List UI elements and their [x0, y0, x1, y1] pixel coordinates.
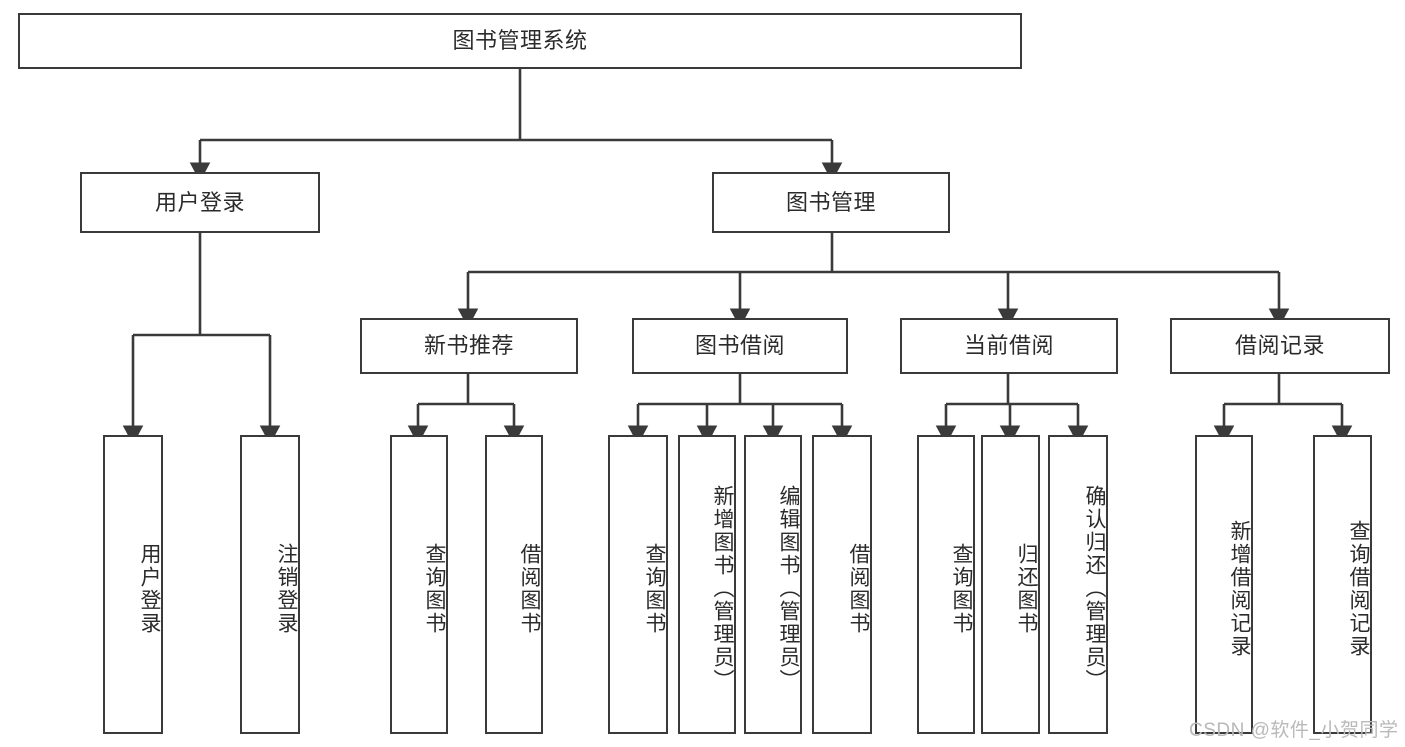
leaf-add-borrow-record[interactable]: 新增借阅记录 — [1195, 435, 1253, 734]
leaf-borrow-book[interactable]: 借阅图书 — [812, 435, 872, 734]
leaf-confirm-return[interactable]: 确认归还（管理员） — [1048, 435, 1108, 734]
node-book-manage[interactable]: 图书管理 — [712, 172, 950, 233]
leaf-query-book-current-label: 查询图书 — [950, 542, 973, 635]
leaf-add-book-label: 新增图书（管理员） — [711, 485, 734, 692]
node-root-label: 图书管理系统 — [452, 28, 588, 54]
node-current-borrow-label: 当前借阅 — [963, 333, 1054, 359]
leaf-add-borrow-record-label: 新增借阅记录 — [1228, 519, 1251, 658]
leaf-query-book-current[interactable]: 查询图书 — [917, 435, 975, 734]
leaf-logout-label: 注销登录 — [275, 542, 298, 635]
leaf-return-book-label: 归还图书 — [1015, 542, 1038, 635]
leaf-borrow-book-label: 借阅图书 — [847, 542, 870, 635]
node-borrow-record-label: 借阅记录 — [1234, 333, 1325, 359]
leaf-add-book[interactable]: 新增图书（管理员） — [678, 435, 736, 734]
leaf-query-borrow-record[interactable]: 查询借阅记录 — [1313, 435, 1372, 734]
watermark: CSDN @软件_小贺同学 — [1189, 720, 1399, 741]
node-user-login-label: 用户登录 — [154, 189, 245, 215]
node-user-login[interactable]: 用户登录 — [80, 172, 320, 233]
node-current-borrow[interactable]: 当前借阅 — [900, 318, 1118, 374]
leaf-edit-book[interactable]: 编辑图书（管理员） — [744, 435, 802, 734]
leaf-return-book[interactable]: 归还图书 — [981, 435, 1040, 734]
node-book-borrow-label: 图书借阅 — [694, 333, 785, 359]
leaf-query-book-borrow[interactable]: 查询图书 — [608, 435, 668, 734]
leaf-borrow-book-recommend[interactable]: 借阅图书 — [485, 435, 543, 734]
node-book-borrow[interactable]: 图书借阅 — [632, 318, 848, 374]
leaf-query-book-recommend[interactable]: 查询图书 — [390, 435, 448, 734]
node-new-book-recommend[interactable]: 新书推荐 — [360, 318, 578, 374]
leaf-logout[interactable]: 注销登录 — [240, 435, 300, 734]
leaf-confirm-return-label: 确认归还（管理员） — [1083, 485, 1106, 692]
leaf-query-book-recommend-label: 查询图书 — [423, 542, 446, 635]
node-book-manage-label: 图书管理 — [785, 189, 876, 215]
leaf-user-login-label: 用户登录 — [138, 542, 161, 635]
node-borrow-record[interactable]: 借阅记录 — [1170, 318, 1390, 374]
leaf-query-book-borrow-label: 查询图书 — [643, 542, 666, 635]
node-new-book-recommend-label: 新书推荐 — [423, 333, 514, 359]
node-root[interactable]: 图书管理系统 — [18, 13, 1022, 69]
leaf-query-borrow-record-label: 查询借阅记录 — [1347, 519, 1370, 658]
leaf-user-login[interactable]: 用户登录 — [103, 435, 163, 734]
leaf-edit-book-label: 编辑图书（管理员） — [777, 485, 800, 692]
leaf-borrow-book-recommend-label: 借阅图书 — [518, 542, 541, 635]
